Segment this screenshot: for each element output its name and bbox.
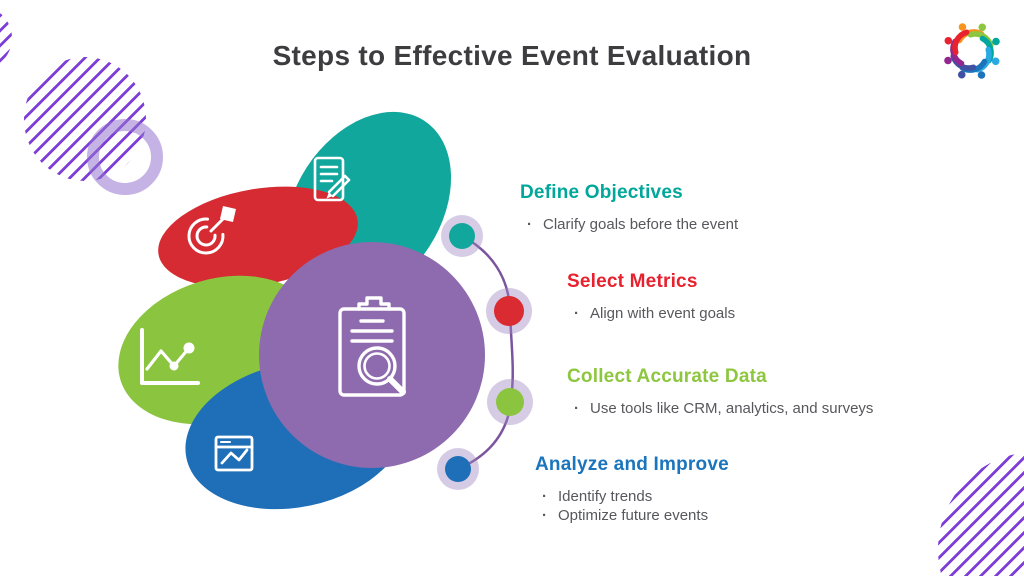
bullet-item: Optimize future events bbox=[542, 507, 729, 526]
step-title: Analyze and Improve bbox=[535, 454, 729, 475]
step-define-objectives: Define Objectives Clarify goals before t… bbox=[520, 182, 738, 235]
bullet-item: Identify trends bbox=[542, 488, 729, 507]
clipboard-magnifier-icon bbox=[338, 296, 406, 397]
target-dart-icon bbox=[187, 206, 236, 255]
timeline-dot-select-metrics bbox=[494, 296, 524, 326]
browser-analytics-icon bbox=[214, 435, 254, 472]
step-title: Collect Accurate Data bbox=[567, 366, 767, 387]
timeline-dot-analyze-improve bbox=[445, 456, 471, 482]
step-analyze-and-improve: Analyze and Improve Identify trends Opti… bbox=[535, 454, 729, 525]
step-bullets: Use tools like CRM, analytics, and surve… bbox=[574, 400, 873, 419]
timeline-dot-define-objectives bbox=[449, 223, 475, 249]
bullet-item: Clarify goals before the event bbox=[527, 216, 738, 235]
bullet-item: Align with event goals bbox=[574, 305, 735, 324]
step-bullets: Clarify goals before the event bbox=[527, 216, 738, 235]
timeline-dot-collect-data bbox=[496, 388, 524, 416]
page-title: Steps to Effective Event Evaluation bbox=[272, 40, 752, 71]
line-chart-icon bbox=[140, 328, 200, 385]
step-bullets: Align with event goals bbox=[574, 305, 735, 324]
step-title: Define Objectives bbox=[520, 182, 683, 203]
people-circle-logo bbox=[944, 23, 1000, 79]
step-title: Select Metrics bbox=[567, 271, 698, 292]
step-bullets: Identify trends Optimize future events bbox=[542, 488, 729, 525]
step-select-metrics: Select Metrics Align with event goals bbox=[567, 271, 735, 324]
bullet-item: Use tools like CRM, analytics, and surve… bbox=[574, 400, 873, 419]
timeline-curve bbox=[457, 234, 514, 471]
step-collect-accurate-data: Collect Accurate Data Use tools like CRM… bbox=[567, 366, 873, 419]
form-pencil-icon bbox=[313, 156, 351, 202]
